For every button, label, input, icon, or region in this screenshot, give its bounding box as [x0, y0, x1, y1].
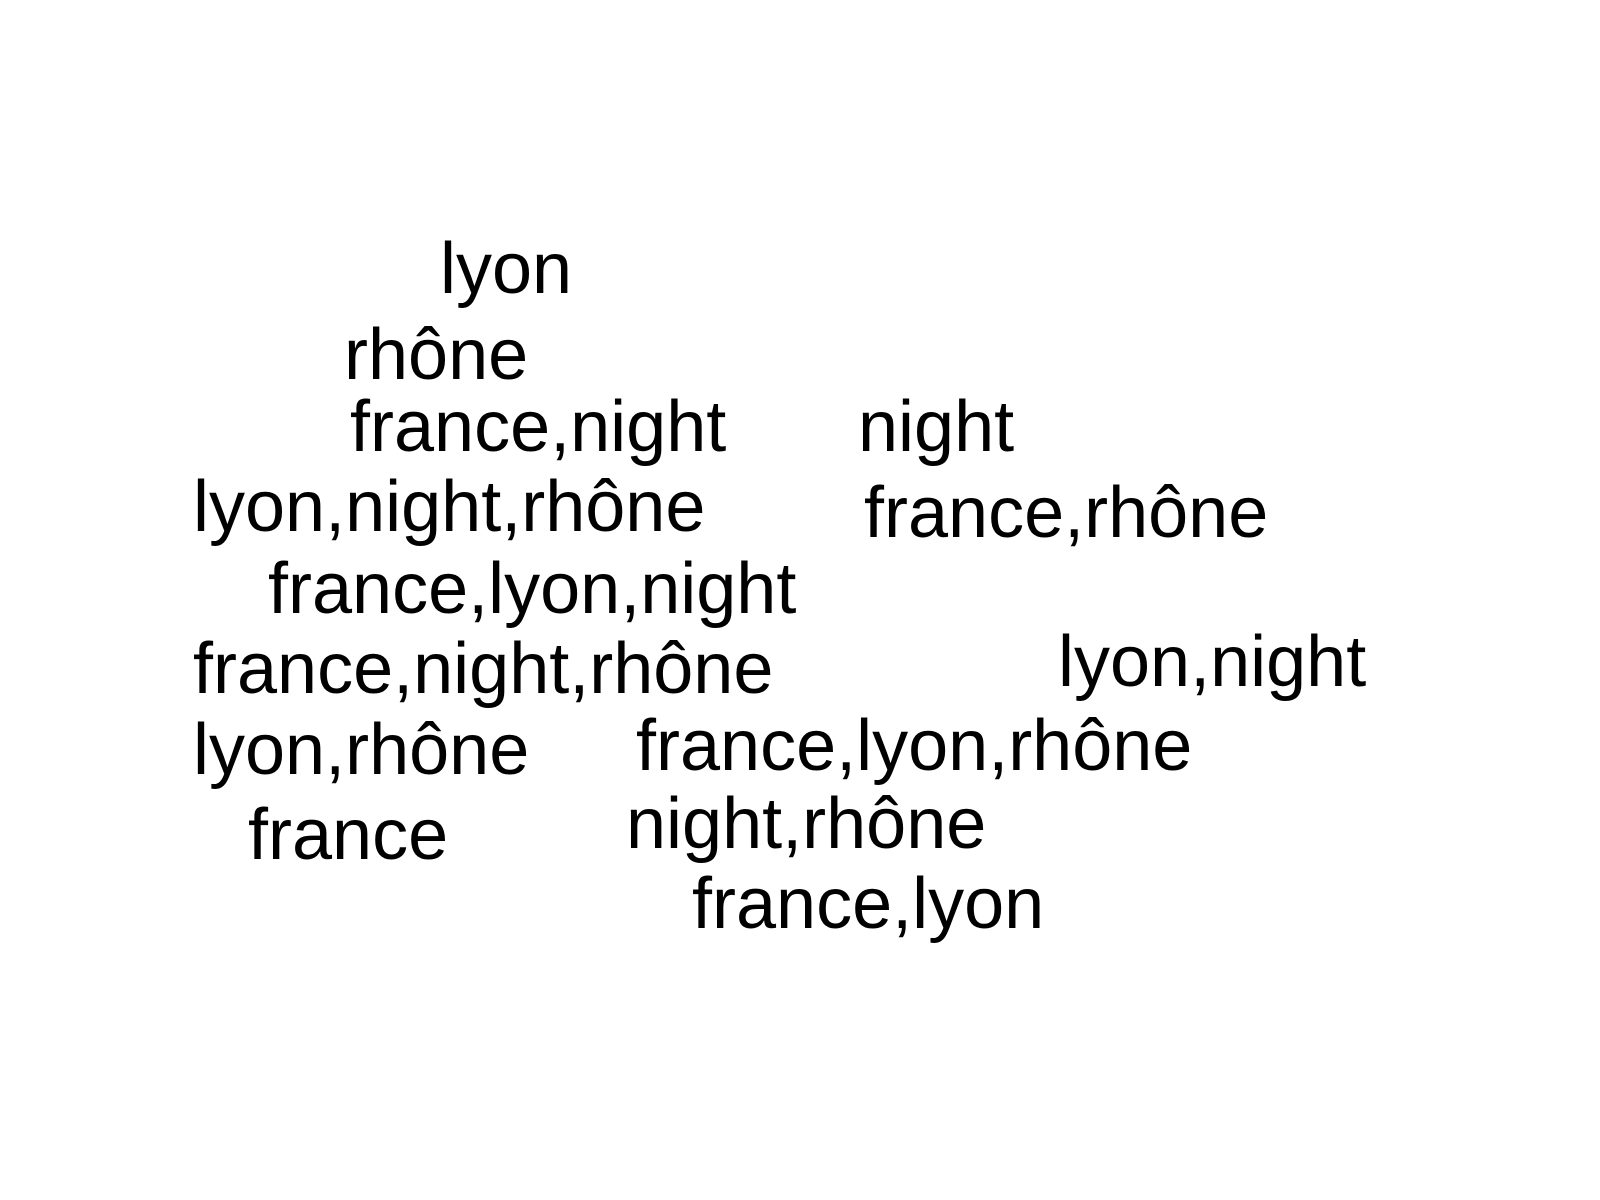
term-france-lyon-night: france,lyon,night	[268, 549, 797, 629]
term-lyon-night-rhone: lyon,night,rhône	[193, 467, 706, 547]
term-lyon-night: lyon,night	[1058, 622, 1367, 702]
term-france-night-rhone: france,night,rhône	[193, 629, 774, 709]
term-night: night	[858, 387, 1015, 467]
term-france-lyon: france,lyon	[692, 864, 1045, 944]
term-lyon: lyon	[440, 229, 573, 309]
term-france: france	[248, 795, 449, 875]
term-rhone: rhône	[344, 315, 529, 395]
term-france-lyon-rhone: france,lyon,rhône	[636, 706, 1193, 786]
term-france-night: france,night	[350, 387, 727, 467]
term-lyon-rhone: lyon,rhône	[193, 710, 530, 790]
term-france-rhone: france,rhône	[864, 473, 1269, 553]
term-night-rhone: night,rhône	[626, 784, 987, 864]
